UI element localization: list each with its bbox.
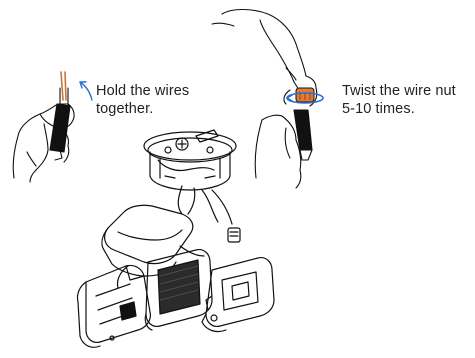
caption-twist-line-2: 5-10 times. [342, 100, 456, 118]
wire-nut-icon [296, 88, 314, 102]
caption-twist-wire-nut: Twist the wire nut 5-10 times. [342, 82, 456, 118]
motion-sensor-icon [145, 250, 212, 330]
caption-hold-line-2: together. [96, 100, 189, 118]
curved-arrow-icon [80, 82, 92, 100]
caption-twist-line-1: Twist the wire nut [342, 82, 456, 100]
floodlight-head-icon [202, 258, 274, 332]
floodlight-head-icon [77, 265, 150, 347]
light-fixture-icon [77, 130, 274, 347]
junction-box-icon [144, 130, 236, 190]
hand-holding-wires-icon [13, 72, 74, 182]
caption-hold-wires: Hold the wires together. [96, 82, 189, 118]
caption-hold-line-1: Hold the wires [96, 82, 189, 100]
